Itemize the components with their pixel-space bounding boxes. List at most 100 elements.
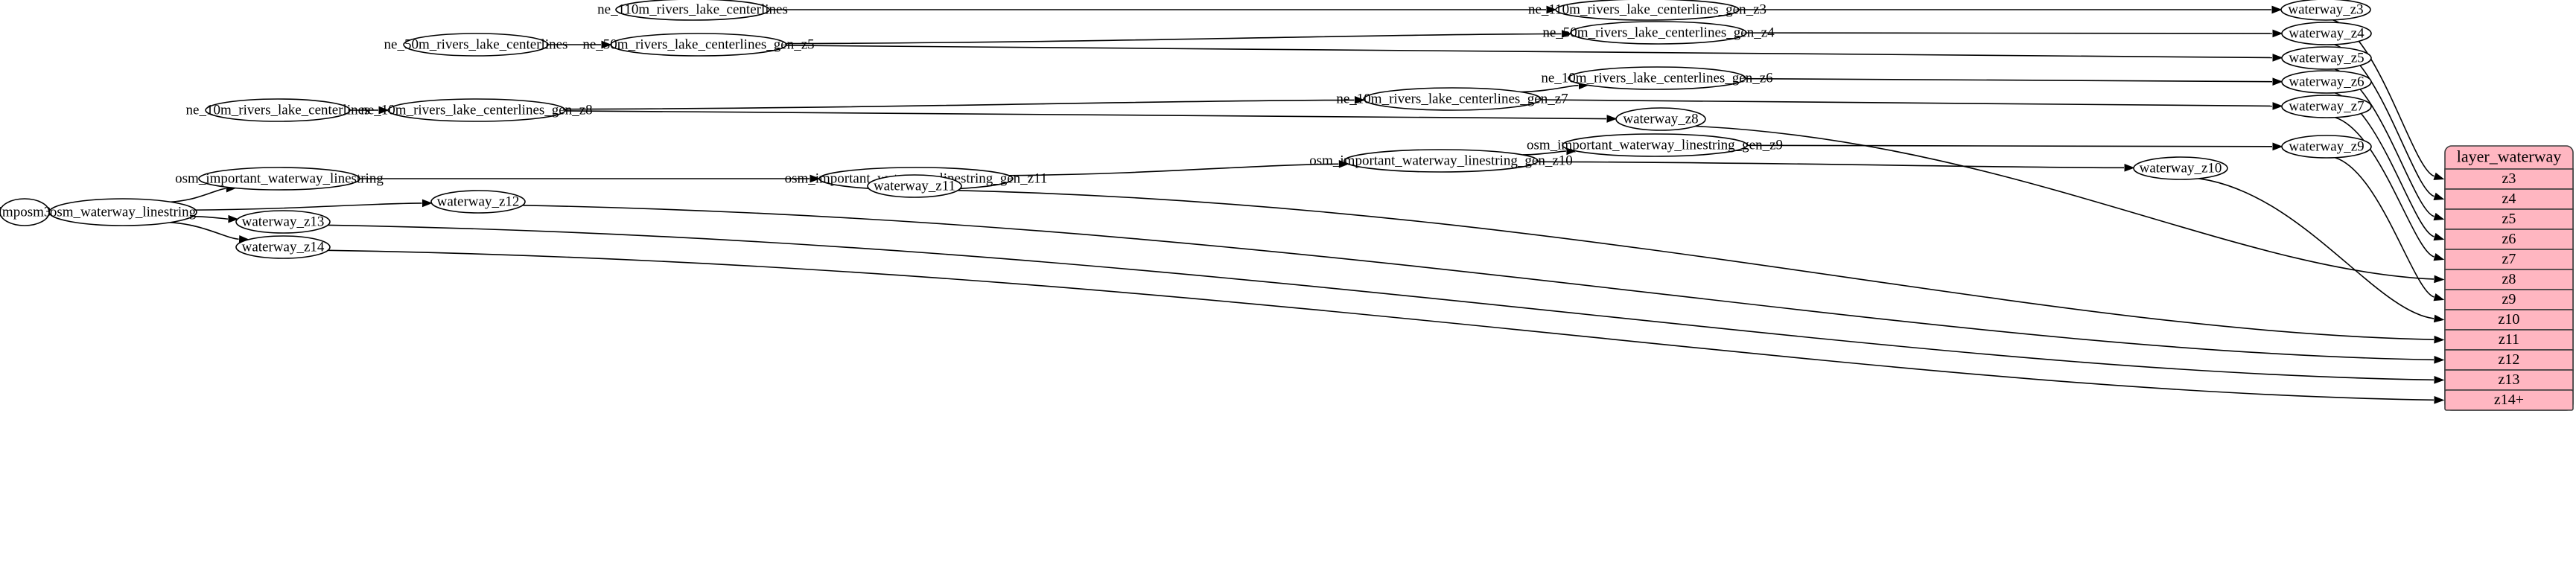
edge-arrowhead: [2433, 192, 2445, 200]
edge-ne_50m_rivers_lake_centerlines_gen_z5-to-ne_50m_rivers_lake_centerlines_gen_z4: [786, 33, 1562, 45]
node-waterway_z4[interactable]: [2281, 22, 2372, 45]
edge-osm_important_waterway_linestring_gen_z11-to-osm_important_waterway_linestring_gen_z10: [1008, 163, 1339, 176]
node-waterway_z8[interactable]: [1615, 107, 1706, 131]
layer-table-group: layer_waterwayz3z4z5z6z7z8z9z10z11z12z13…: [2444, 145, 2574, 411]
layer-table-cell-z8[interactable]: [2444, 269, 2574, 290]
edge-waterway_z13-to-layer_waterway_z13: [328, 224, 2435, 381]
node-label-ne_10m_rivers_lake_centerlines_gen_z8: ne_10m_rivers_lake_centerlines_gen_z8: [360, 102, 592, 118]
layer-table-cell-z11[interactable]: [2444, 329, 2574, 351]
layer-table-cell-z4[interactable]: [2444, 188, 2574, 210]
node-waterway_z14[interactable]: [235, 235, 331, 259]
node-ne_110m_rivers_lake_centerlines[interactable]: [615, 0, 770, 21]
node-label-waterway_z6: waterway_z6: [2289, 74, 2364, 89]
node-label-waterway_z13: waterway_z13: [242, 214, 325, 229]
layer-table-cell-label: z9: [2502, 291, 2516, 307]
edge-osm_important_waterway_linestring_gen_z9-to-waterway_z9: [1746, 144, 2273, 147]
node-waterway_z11[interactable]: [867, 174, 962, 198]
node-ne_10m_rivers_lake_centerlines_gen_z8[interactable]: [387, 98, 566, 122]
node-ne_50m_rivers_lake_centerlines_gen_z5[interactable]: [610, 33, 787, 57]
node-label-osm_important_waterway_linestring_gen_z9: osm_important_waterway_linestring_gen_z9: [1527, 137, 1783, 153]
node-label-imposm3: imposm3: [0, 204, 51, 220]
edge-arrowhead: [378, 106, 389, 115]
edge-arrowhead: [2124, 164, 2135, 172]
edge-ne_10m_rivers_lake_centerlines_gen_z7-to-ne_10m_rivers_lake_centerlines_gen_z6: [1521, 84, 1579, 93]
node-label-ne_110m_rivers_lake_centerlines_gen_z3: ne_110m_rivers_lake_centerlines_gen_z3: [1528, 1, 1766, 17]
edge-arrowhead: [2433, 252, 2445, 261]
edge-osm_waterway_linestring-to-waterway_z14: [170, 222, 239, 240]
node-label-osm_important_waterway_linestring: osm_important_waterway_linestring: [175, 170, 384, 186]
node-ne_10m_rivers_lake_centerlines[interactable]: [205, 98, 351, 122]
node-waterway_z7[interactable]: [2281, 95, 2372, 118]
edge-ne_10m_rivers_lake_centerlines_gen_z8-to-waterway_z8: [565, 110, 1607, 120]
edge-arrowhead: [2434, 375, 2445, 384]
node-ne_50m_rivers_lake_centerlines_gen_z4[interactable]: [1570, 21, 1747, 45]
edge-arrowhead: [2272, 77, 2283, 86]
edge-arrowhead: [601, 40, 612, 49]
edge-osm_important_waterway_linestring_gen_z10-to-waterway_z10: [1537, 161, 2125, 169]
edge-waterway_z8-to-layer_waterway_z8: [1695, 125, 2435, 280]
edge-arrowhead: [2272, 54, 2283, 62]
edges-layer: [39, 5, 2445, 404]
node-label-ne_50m_rivers_lake_centerlines_gen_z4: ne_50m_rivers_lake_centerlines_gen_z4: [1542, 25, 1775, 40]
node-waterway_z10[interactable]: [2133, 156, 2228, 180]
edge-osm_waterway_linestring-to-waterway_z12: [195, 202, 422, 211]
edge-ne_50m_rivers_lake_centerlines_gen_z5-to-waterway_z5: [786, 45, 2273, 59]
edge-arrowhead: [2434, 395, 2445, 404]
layer-table-cell-label: z6: [2502, 231, 2516, 247]
node-label-ne_110m_rivers_lake_centerlines: ne_110m_rivers_lake_centerlines: [597, 1, 788, 17]
layer-table-cell-z13[interactable]: [2444, 369, 2574, 391]
node-osm_waterway_linestring[interactable]: [48, 198, 197, 226]
edge-ne_10m_rivers_lake_centerlines_gen_z7-to-waterway_z7: [1540, 99, 2273, 107]
edge-arrowhead: [2433, 212, 2445, 221]
node-label-waterway_z8: waterway_z8: [1623, 111, 1698, 127]
layer-table-cell-z7[interactable]: [2444, 249, 2574, 270]
edge-arrowhead: [1546, 5, 1557, 14]
edge-waterway_z12-to-layer_waterway_z12: [522, 205, 2435, 361]
edge-arrowhead: [1606, 115, 1618, 123]
node-osm_important_waterway_linestring_gen_z10[interactable]: [1343, 149, 1539, 173]
node-waterway_z3[interactable]: [2280, 0, 2371, 21]
layer-table-cell-label: z7: [2502, 251, 2516, 267]
node-waterway_z13[interactable]: [235, 210, 331, 234]
node-ne_10m_rivers_lake_centerlines_gen_z6[interactable]: [1568, 66, 1746, 90]
node-waterway_z12[interactable]: [430, 190, 526, 214]
edge-arrowhead: [2434, 275, 2445, 284]
edge-arrowhead: [1354, 96, 1365, 104]
edge-arrowhead: [2433, 293, 2445, 301]
layer-table-cell-z5[interactable]: [2444, 208, 2574, 230]
node-label-waterway_z10: waterway_z10: [2140, 160, 2222, 176]
edge-ne_10m_rivers_lake_centerlines_gen_z6-to-waterway_z6: [1745, 77, 2273, 83]
node-label-waterway_z14: waterway_z14: [242, 239, 325, 255]
edge-arrowhead: [810, 174, 821, 183]
edge-arrowhead: [2433, 172, 2445, 180]
node-waterway_z5[interactable]: [2281, 46, 2372, 70]
node-label-waterway_z4: waterway_z4: [2289, 25, 2364, 41]
layer-table-cell-z14plus[interactable]: [2444, 389, 2574, 411]
node-osm_important_waterway_linestring[interactable]: [198, 167, 360, 191]
layer-table-cell-z10[interactable]: [2444, 309, 2574, 331]
edge-arrowhead: [2271, 5, 2283, 14]
node-label-ne_50m_rivers_lake_centerlines_gen_z5: ne_50m_rivers_lake_centerlines_gen_z5: [582, 36, 814, 52]
edge-ne_10m_rivers_lake_centerlines_gen_z8-to-ne_10m_rivers_lake_centerlines_gen_z7: [565, 99, 1355, 110]
layer-table-cell-label: z11: [2499, 331, 2519, 348]
edge-osm_waterway_linestring-to-osm_important_waterway_linestring: [171, 188, 226, 203]
edge-waterway_z9-to-layer_waterway_z9: [2335, 156, 2435, 298]
layer-table-title: layer_waterway: [2457, 147, 2561, 166]
edge-arrowhead: [2434, 335, 2445, 344]
node-ne_110m_rivers_lake_centerlines_gen_z3[interactable]: [1555, 0, 1740, 21]
edge-arrowhead: [1562, 30, 1572, 38]
node-waterway_z9[interactable]: [2281, 135, 2372, 159]
edge-arrowhead: [228, 214, 239, 223]
edge-arrowhead: [2272, 142, 2283, 151]
layer-table-cell-label: z10: [2499, 311, 2520, 328]
layer-table-cell-z9[interactable]: [2444, 289, 2574, 310]
node-waterway_z6[interactable]: [2281, 70, 2372, 94]
node-ne_10m_rivers_lake_centerlines_gen_z7[interactable]: [1363, 87, 1542, 111]
edge-waterway_z7-to-layer_waterway_z7: [2335, 116, 2435, 258]
node-label-osm_waterway_linestring: osm_waterway_linestring: [50, 204, 197, 220]
layer-table-cell-z12[interactable]: [2444, 349, 2574, 371]
node-ne_50m_rivers_lake_centerlines[interactable]: [403, 33, 549, 57]
node-osm_important_waterway_linestring_gen_z9[interactable]: [1562, 133, 1748, 157]
